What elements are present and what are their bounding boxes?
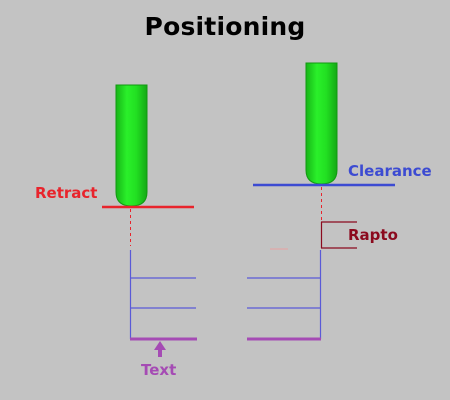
text-label: Text [141, 361, 176, 379]
diagram-title: Positioning [144, 12, 306, 41]
rapto-label: Rapto [348, 226, 398, 244]
right-hole [247, 248, 322, 339]
arrow-up-icon [154, 341, 166, 357]
rapto-bracket [320, 221, 357, 249]
clearance-label: Clearance [348, 162, 432, 180]
left-hole [129, 250, 196, 339]
right-tool [305, 62, 338, 185]
retract-label: Retract [35, 184, 97, 202]
left-tool [115, 84, 148, 207]
